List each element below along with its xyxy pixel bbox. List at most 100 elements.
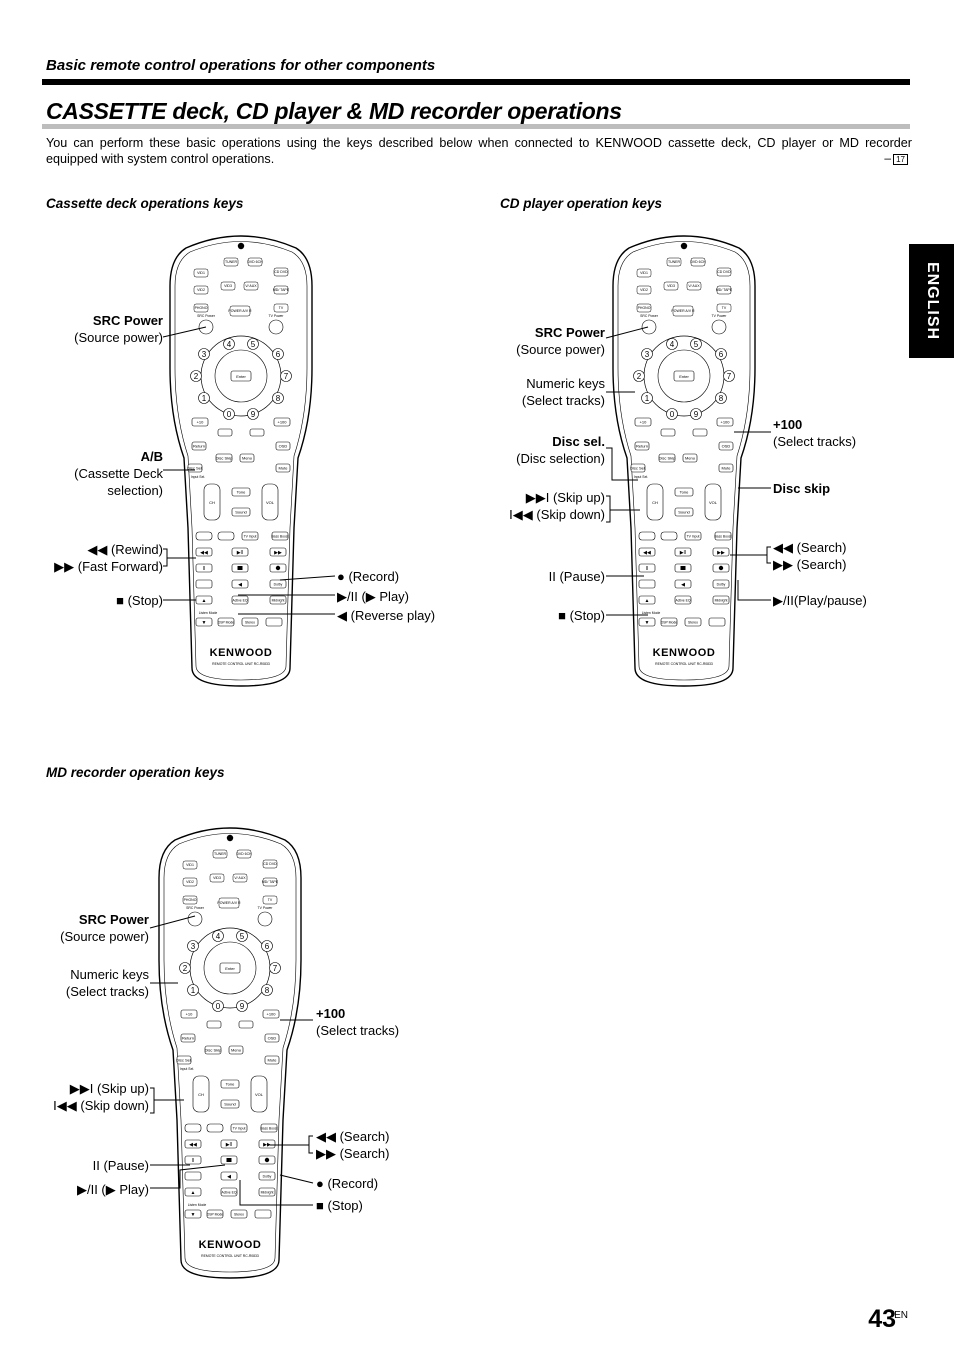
- power-key[interactable]: [229, 305, 251, 317]
- digital-mode-key[interactable]: [195, 579, 213, 589]
- bass-boost-key[interactable]: [271, 531, 289, 541]
- mute-key[interactable]: [264, 1055, 280, 1065]
- plus100-key[interactable]: [273, 417, 291, 427]
- mdtape-key[interactable]: [273, 285, 289, 295]
- tv-ch-down-key[interactable]: [638, 531, 656, 541]
- vid2-key[interactable]: [193, 285, 209, 295]
- key-5[interactable]: [236, 930, 248, 942]
- osd-key[interactable]: [264, 1033, 280, 1043]
- vaux-key[interactable]: [232, 873, 248, 883]
- osd-key[interactable]: [718, 441, 734, 451]
- tuner-key[interactable]: [223, 257, 239, 267]
- pause-key[interactable]: [195, 563, 213, 573]
- menu-key[interactable]: [228, 1045, 244, 1055]
- active-eq-key[interactable]: [674, 595, 692, 605]
- tv-power-key[interactable]: [268, 319, 284, 335]
- key-6[interactable]: [261, 940, 273, 952]
- ffwd-key[interactable]: [258, 1139, 276, 1149]
- key-2[interactable]: [179, 962, 191, 974]
- vol-rocker[interactable]: [704, 483, 722, 521]
- vid2-key[interactable]: [182, 877, 198, 887]
- vid1-key[interactable]: [182, 860, 198, 870]
- rewind-key[interactable]: [195, 547, 213, 557]
- key-0[interactable]: [212, 1000, 224, 1012]
- power-key[interactable]: [218, 897, 240, 909]
- tv-key[interactable]: [262, 895, 278, 905]
- cursor-pad[interactable]: [657, 349, 711, 403]
- tv-ch-down-key[interactable]: [184, 1123, 202, 1133]
- plus100-key[interactable]: [262, 1009, 280, 1019]
- key-5[interactable]: [690, 338, 702, 350]
- page-up-key[interactable]: [238, 1020, 254, 1029]
- midnight-key[interactable]: [258, 1187, 276, 1197]
- tuner-key[interactable]: [212, 849, 228, 859]
- key-5[interactable]: [247, 338, 259, 350]
- page-down-key[interactable]: [217, 428, 233, 437]
- cd-key[interactable]: [273, 267, 289, 277]
- digital-mode-key[interactable]: [638, 579, 656, 589]
- key-9[interactable]: [247, 408, 259, 420]
- cursor-pad[interactable]: [203, 941, 257, 995]
- key-8[interactable]: [272, 392, 284, 404]
- tone-key[interactable]: [220, 1079, 240, 1089]
- pause-key[interactable]: [184, 1155, 202, 1165]
- vaux-key[interactable]: [243, 281, 259, 291]
- tv-input-key[interactable]: [684, 531, 702, 541]
- stereo-key[interactable]: [684, 617, 702, 627]
- key-6[interactable]: [272, 348, 284, 360]
- key-3[interactable]: [198, 348, 210, 360]
- key-8[interactable]: [261, 984, 273, 996]
- tv-key[interactable]: [273, 303, 289, 313]
- tone-key[interactable]: [674, 487, 694, 497]
- ffwd-key[interactable]: [269, 547, 287, 557]
- listen-down-key[interactable]: [184, 1209, 202, 1219]
- up-key[interactable]: [184, 1187, 202, 1197]
- key-0[interactable]: [666, 408, 678, 420]
- pause-key[interactable]: [638, 563, 656, 573]
- disc-skip-key[interactable]: [658, 453, 676, 463]
- key-1[interactable]: [198, 392, 210, 404]
- play-pause-key[interactable]: [220, 1139, 238, 1149]
- menu-key[interactable]: [239, 453, 255, 463]
- reverse-play-key[interactable]: [220, 1171, 238, 1181]
- vid3-key[interactable]: [220, 281, 236, 291]
- theater-eq-key[interactable]: [708, 617, 726, 627]
- key-8[interactable]: [715, 392, 727, 404]
- active-eq-key[interactable]: [231, 595, 249, 605]
- plus10-key[interactable]: [180, 1009, 198, 1019]
- key-0[interactable]: [223, 408, 235, 420]
- bass-boost-key[interactable]: [714, 531, 732, 541]
- key-6[interactable]: [715, 348, 727, 360]
- key-2[interactable]: [633, 370, 645, 382]
- page-up-key[interactable]: [249, 428, 265, 437]
- disc-sel-key[interactable]: [630, 463, 646, 473]
- midnight-key[interactable]: [269, 595, 287, 605]
- vid2-key[interactable]: [636, 285, 652, 295]
- midnight-key[interactable]: [712, 595, 730, 605]
- enter-key[interactable]: [673, 370, 695, 382]
- up-key[interactable]: [638, 595, 656, 605]
- enter-key[interactable]: [219, 962, 241, 974]
- key-7[interactable]: [269, 962, 281, 974]
- page-down-key[interactable]: [206, 1020, 222, 1029]
- plus100-key[interactable]: [716, 417, 734, 427]
- digital-mode-key[interactable]: [184, 1171, 202, 1181]
- tv-ch-up-key[interactable]: [206, 1123, 224, 1133]
- dsp-mode-key[interactable]: [660, 617, 678, 627]
- key-4[interactable]: [212, 930, 224, 942]
- ch-rocker[interactable]: [646, 483, 664, 521]
- cd-key[interactable]: [262, 859, 278, 869]
- return-key[interactable]: [634, 441, 650, 451]
- key-2[interactable]: [190, 370, 202, 382]
- src-power-key[interactable]: [187, 911, 203, 927]
- theater-eq-key[interactable]: [265, 617, 283, 627]
- mute-key[interactable]: [718, 463, 734, 473]
- phono-key[interactable]: [182, 895, 198, 905]
- cd-key[interactable]: [716, 267, 732, 277]
- disc-sel-key[interactable]: [176, 1055, 192, 1065]
- active-eq-key[interactable]: [220, 1187, 238, 1197]
- dsp-mode-key[interactable]: [206, 1209, 224, 1219]
- vol-rocker[interactable]: [261, 483, 279, 521]
- dsp-mode-key[interactable]: [217, 617, 235, 627]
- key-3[interactable]: [187, 940, 199, 952]
